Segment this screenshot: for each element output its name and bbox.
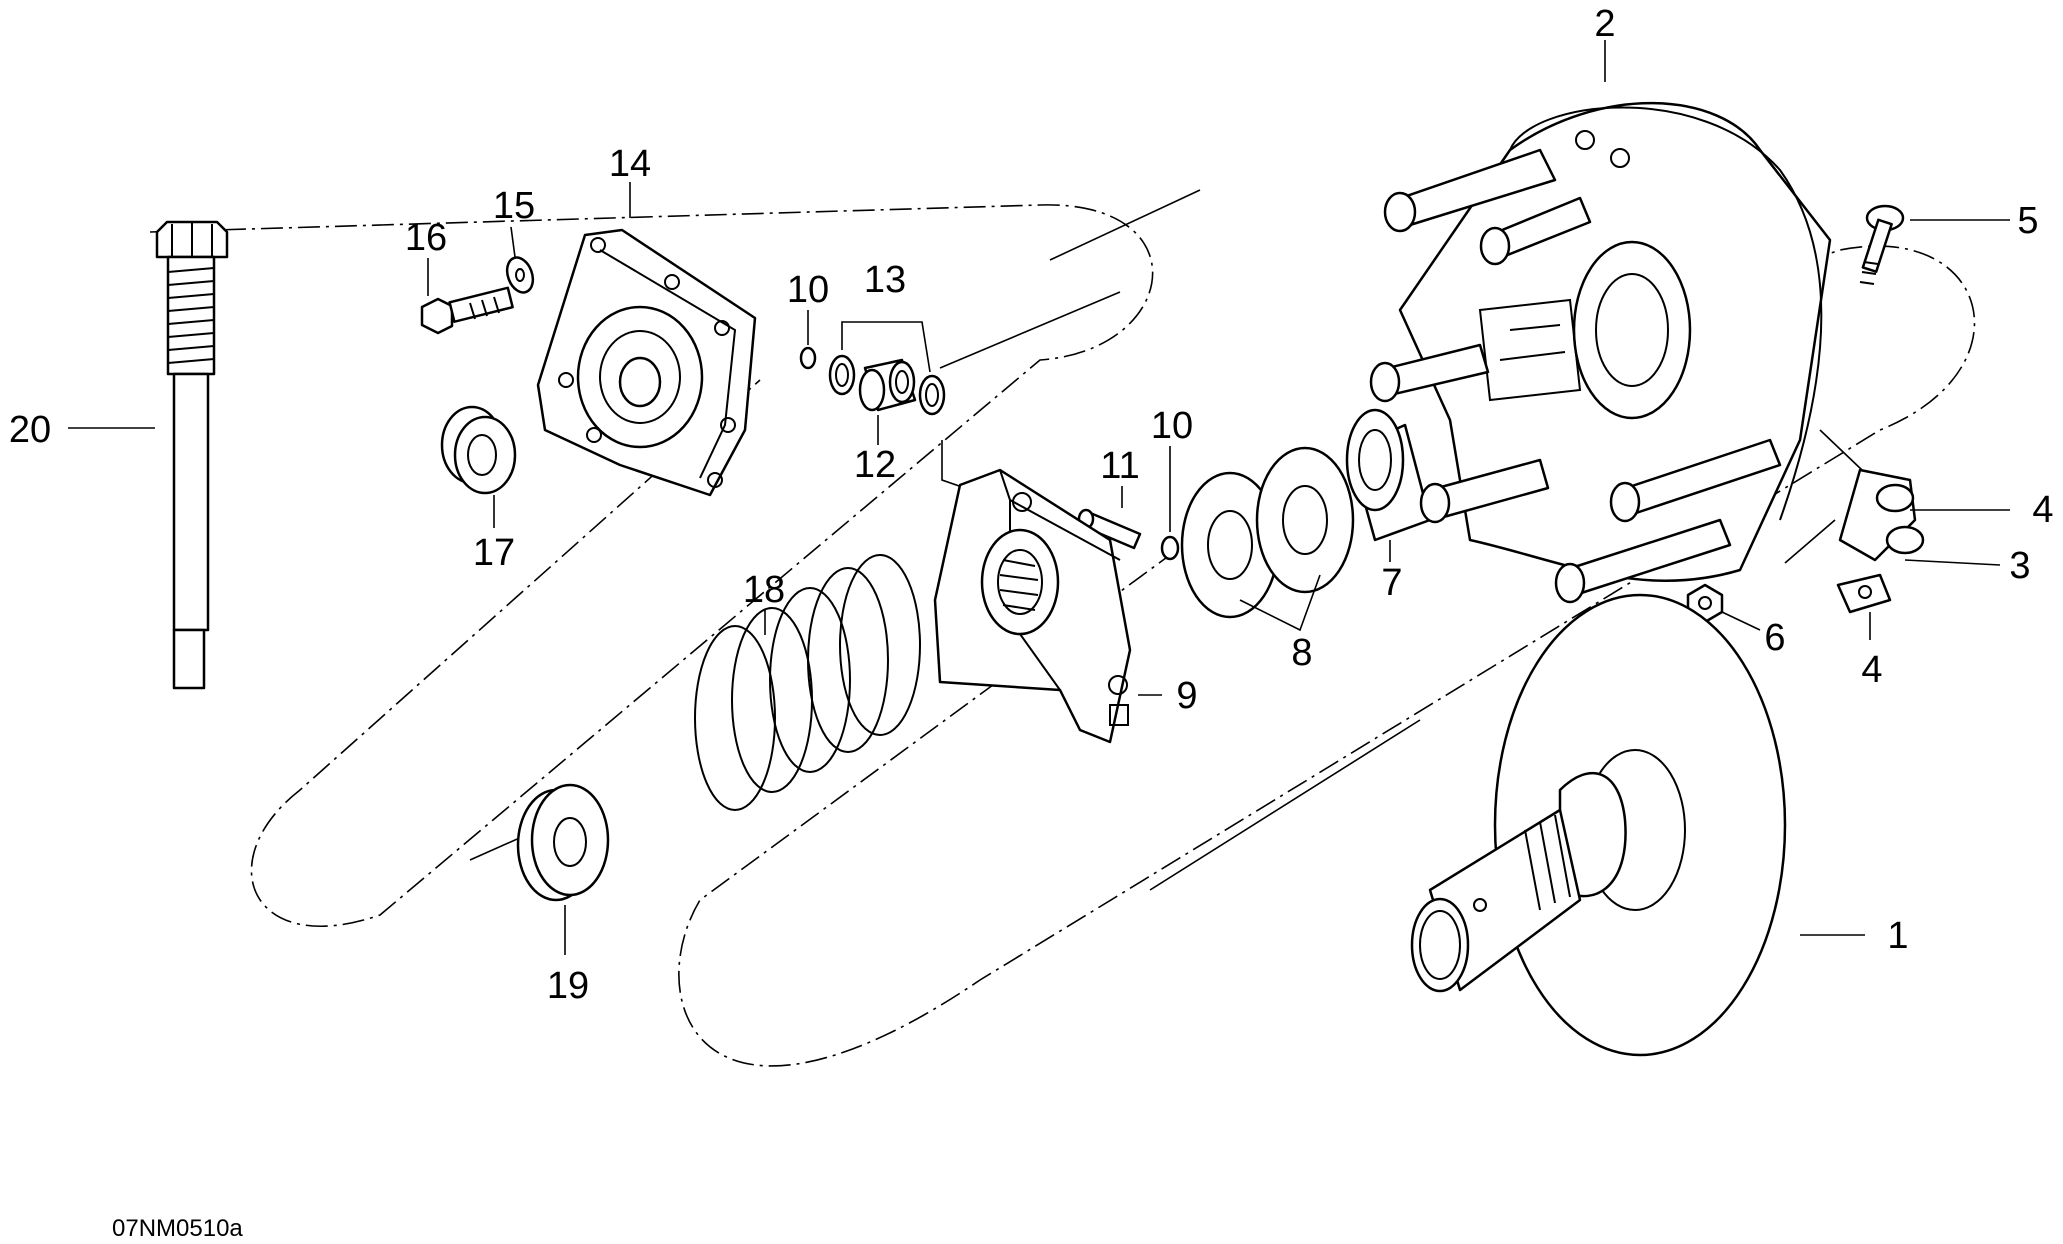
part-5-screw — [1859, 204, 2010, 285]
assembly-guide-lines — [149, 189, 1976, 1067]
callout-15: 15 — [493, 185, 535, 227]
part-11-pin — [1077, 486, 1142, 550]
part-3-roller-arm — [1784, 429, 2001, 614]
callout-1: 1 — [1887, 915, 1908, 957]
part-12-bushing — [858, 358, 917, 445]
part-8-washers — [1180, 446, 1355, 632]
callout-12: 12 — [854, 444, 896, 486]
part-10-upper-pin — [799, 310, 817, 370]
callout-14: 14 — [609, 143, 651, 185]
part-10-lower-pin — [1160, 446, 1180, 561]
callout-6: 6 — [1764, 617, 1785, 659]
callout-10-lower: 10 — [1151, 405, 1193, 447]
part-17-bushing — [440, 405, 517, 528]
part-13-o-rings — [828, 321, 946, 416]
callout-8: 8 — [1291, 632, 1312, 674]
part-15-washer — [505, 226, 535, 294]
part-9-spider — [933, 440, 1162, 744]
callout-9: 9 — [1176, 675, 1197, 717]
figure-code: 07NM0510a — [112, 1215, 243, 1242]
part-7-bushing — [1345, 408, 1432, 562]
callout-labels: 1 2 3 4 4 5 6 7 8 9 10 10 11 12 13 14 15… — [9, 3, 2054, 1242]
part-14-cover-plate — [536, 182, 757, 497]
part-4-brackets — [1869, 509, 2010, 640]
callout-4-lower: 4 — [1861, 649, 1882, 691]
callout-11: 11 — [1100, 445, 1139, 487]
part-19-washer — [516, 783, 610, 955]
part-1-sheave-shaft — [1410, 593, 1865, 1057]
part-2-housing — [1369, 40, 1832, 604]
callout-3: 3 — [2009, 545, 2030, 587]
callout-13: 13 — [864, 259, 906, 301]
part-16-bolt — [420, 258, 514, 335]
callout-19: 19 — [547, 965, 589, 1007]
part-20-long-bolt — [68, 220, 229, 690]
part-18-spring — [694, 554, 921, 811]
callout-7: 7 — [1381, 562, 1402, 604]
callout-17: 17 — [473, 532, 515, 574]
callout-4-upper: 4 — [2032, 489, 2053, 531]
callout-10-upper: 10 — [787, 269, 829, 311]
callout-16: 16 — [405, 217, 447, 259]
callout-18: 18 — [743, 569, 785, 611]
callout-5: 5 — [2017, 200, 2038, 242]
callout-20: 20 — [9, 409, 51, 451]
callout-2: 2 — [1594, 3, 1615, 45]
